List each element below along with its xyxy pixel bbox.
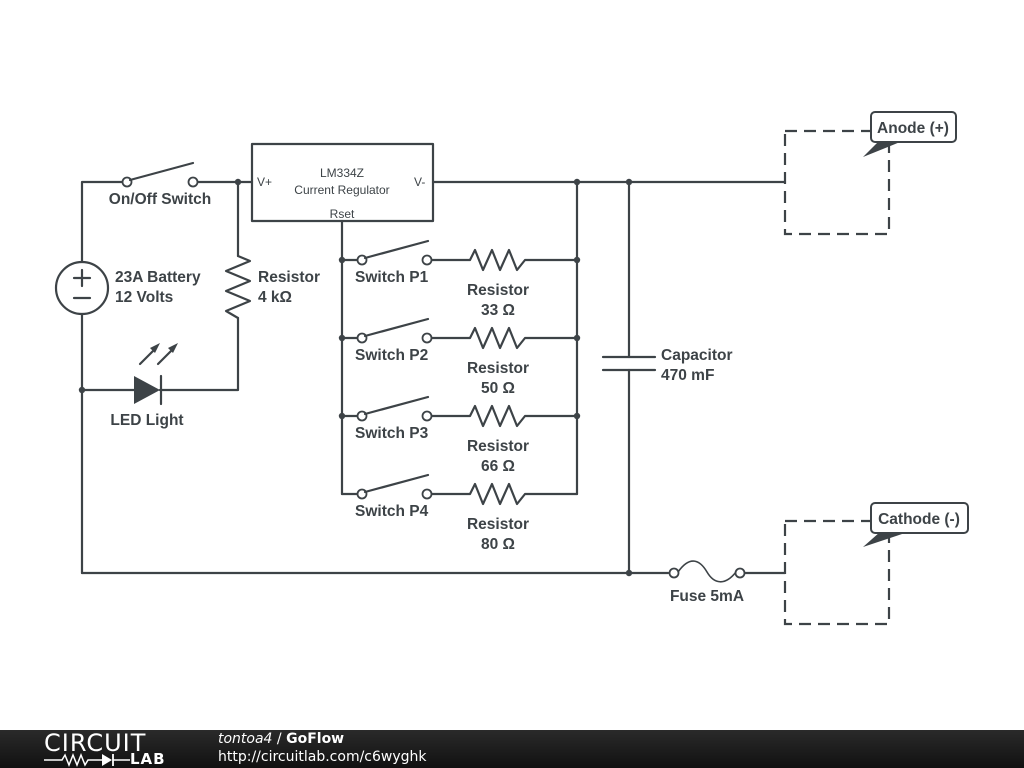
logo-text-lab: LAB [130,750,166,768]
cathode-probe[interactable]: Cathode (-) [783,502,969,626]
on-off-switch[interactable] [121,161,199,188]
resistor-p3-symbol[interactable] [430,404,579,428]
author-link[interactable]: tontoa4 [218,731,273,747]
junction-dot [78,386,86,394]
junction-dot [573,178,581,186]
circuit-url-link[interactable]: http://circuitlab.com/c6wyghk [218,749,427,765]
resistor-p3-name: Resistor [467,438,529,455]
on-off-switch-label: On/Off Switch [109,191,211,208]
resistor-p2-symbol[interactable] [430,326,579,350]
anode-label: Anode (+) [877,120,949,137]
resistor-4k-value-label: 4 kΩ [258,289,292,306]
fuse-label: Fuse 5mA [670,588,744,605]
resistor-p3-value: 66 Ω [481,458,515,475]
switch-p1-label: Switch P1 [355,269,429,286]
regulator-chip[interactable]: LM334Z Current Regulator V+ V- Rset [250,142,435,223]
capacitor-value-label: 470 mF [661,367,714,384]
circuit-schematic: On/Off Switch 23A Battery 12 Volts Resis… [54,111,969,626]
resistor-p1-symbol[interactable] [430,248,579,272]
resistor-p4-symbol[interactable] [430,482,579,506]
junction-dot [625,569,633,577]
circuit-title-line: tontoa4 / GoFlow [218,731,344,747]
switch-p4-label: Switch P4 [355,503,429,520]
resistor-p1-value: 33 Ω [481,302,515,319]
circuitlab-logo[interactable]: CIRCUIT LAB [40,729,180,768]
resistor-p4-name: Resistor [467,516,529,533]
footer-bar: CIRCUIT LAB tontoa4 / GoFlow http://circ… [0,729,1024,768]
resistor-p4-value: 80 Ω [481,536,515,553]
capacitor-name-label: Capacitor [661,347,733,364]
left-wiring [80,180,670,575]
battery-name-label: 23A Battery [115,269,201,286]
regulator-name: LM334Z [320,166,364,180]
switch-p3[interactable] [356,395,433,422]
capacitor-symbol[interactable] [601,355,657,372]
circuit-title[interactable]: GoFlow [286,731,345,747]
switch-p1[interactable] [356,239,433,266]
battery-value-label: 12 Volts [115,289,173,306]
resistor-diode-logo-icon [44,753,130,767]
branch-p4 [340,473,579,506]
regulator-subtitle: Current Regulator [294,183,389,197]
led-symbol[interactable] [134,343,178,406]
cathode-label: Cathode (-) [878,511,960,528]
led-label: LED Light [110,412,183,429]
switch-p4[interactable] [356,473,433,500]
resistor-p2-name: Resistor [467,360,529,377]
anode-probe[interactable]: Anode (+) [783,111,957,236]
pin-vplus-label: V+ [257,175,272,189]
resistor-4k-name-label: Resistor [258,269,320,286]
resistor-p2-value: 50 Ω [481,380,515,397]
switch-p2-label: Switch P2 [355,347,428,364]
title-separator: / [272,731,287,747]
battery-symbol[interactable] [54,260,110,316]
branch-p1 [338,239,581,272]
pin-rset-label: Rset [330,207,355,221]
resistor-4k-symbol[interactable] [224,254,252,320]
branch-p3 [338,395,581,428]
switch-p2[interactable] [356,317,433,344]
resistor-p1-name: Resistor [467,282,529,299]
branch-p2 [338,317,581,350]
logo-text-circuit: CIRCUIT [44,729,147,757]
pin-vminus-label: V- [414,175,425,189]
junction-dot [625,178,633,186]
junction-dot [234,178,242,186]
fuse-symbol[interactable] [668,560,787,583]
switch-p3-label: Switch P3 [355,425,429,442]
